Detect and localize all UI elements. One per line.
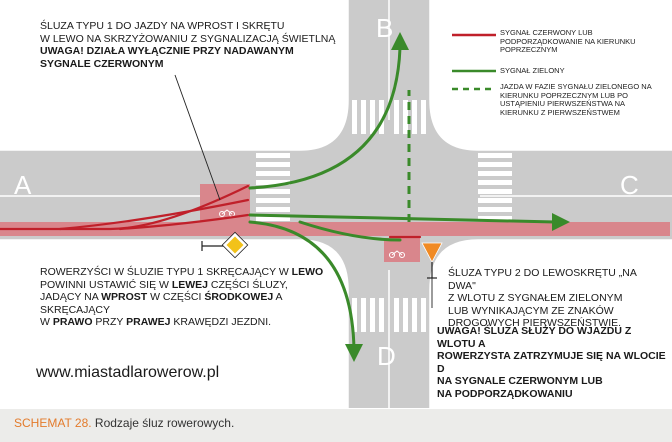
legend-green-label: SYGNAŁ ZIELONY [500,66,565,75]
annotation-top-line3: UWAGA! DZIAŁA WYŁĄCZNIE PRZY NADAWANYM [40,45,294,57]
arrowheads [345,32,570,362]
ann-left-p4d: PRAWEJ [126,316,171,328]
ann-left-p3: JADĄCY NA [40,291,102,303]
annotation-right-line4: DROGOWYCH PIERWSZEŃSTWIE. [448,317,622,329]
ann-left-p2c: CZĘŚCI ŚLUZY, [208,278,288,291]
annotation-top-line2: W LEWO NA SKRZYŻOWANIU Z SYGNALIZACJĄ ŚW… [40,32,336,45]
priority-road-sign [201,231,249,259]
caption-number: SCHEMAT 28. [14,416,92,430]
crosswalk-south [352,298,426,332]
direction-letter-b: B [376,13,394,43]
annotation-warning-line1: UWAGA! ŚLUZA SŁUŻY DO WJAZDU Z WLOTU A [437,325,632,350]
ann-left-p3b: WPROST [101,291,148,303]
caption-bar [0,409,672,442]
website-url: www.miastadlarowerow.pl [36,364,220,381]
annotation-warning-line4: NA PODPORZĄDKOWANIU [437,387,573,400]
ann-left-p4e: KRAWĘDZI JEZDNI. [170,316,272,328]
leader-lines [174,74,433,308]
intersection-diagram [0,0,672,408]
arrow-east-icon [552,213,570,231]
arrow-north-icon [391,32,409,50]
ann-left-p4: W [40,316,53,328]
red-flows [0,184,422,239]
figure-caption: SCHEMAT 28. Rodzaje śluz rowerowych. [14,416,234,430]
ann-left-p3d: ŚRODKOWEJ [204,291,274,303]
annotation-top-line1: ŚLUZA TYPU 1 DO JAZDY NA WPROST I SKRĘTU [40,20,285,32]
caption-title: Rodzaje śluz rowerowych. [91,416,235,430]
crosswalk-north [352,100,426,134]
direction-letter-c: C [620,170,639,200]
annotation-warning-line2: ROWERZYSTA ZATRZYMUJE SIĘ NA WLOCIE D [437,350,666,375]
ann-left-p4c: PRZY [92,316,127,328]
annotation-right-line3: LUB WYNIKAJĄCYM ZE ZNAKÓW [448,304,614,317]
legend-swatches [452,33,496,91]
ann-left-p2b: LEWEJ [171,278,209,291]
annotation-right-line2: Z WLOTU Z SYGNAŁEM ZIELONYM [448,292,623,304]
crosswalk-west [256,153,290,230]
legend-dashed-label: JAZDA W FAZIE SYGNAŁU ZIELONEGO NA KIERU… [500,82,652,117]
annotation-warning-line3: NA SYGNALE CZERWONYM LUB [437,375,603,387]
ann-left-p2: POWINNI USTAWIĆ SIĘ W [40,278,172,291]
legend-red-label: SYGNAŁ CZERWONY LUB PODPORZĄDKOWANIE NA … [500,28,636,54]
ann-left-p3c: W CZĘŚCI [147,291,205,303]
ann-left-p1: ROWERZYŚCI W ŚLUZIE TYPU 1 SKRĘCAJĄCY W [40,266,292,278]
annotation-top-line4: SYGNALE CZERWONYM [40,57,164,70]
annotation-lock-type-2: ŚLUZA TYPU 2 DO LEWOSKRĘTU „NA DWA" Z WL… [448,267,648,330]
annotation-right-line1: ŚLUZA TYPU 2 DO LEWOSKRĘTU „NA DWA" [448,267,637,292]
crosswalk-east [478,153,512,230]
arrow-south-icon [345,344,363,362]
ann-left-p4b: PRAWO [52,316,93,328]
direction-letter-a: A [14,170,32,200]
annotation-lock-type-1: ŚLUZA TYPU 1 DO JAZDY NA WPROST I SKRĘTU… [40,20,340,70]
direction-letter-d: D [377,341,396,371]
annotation-warning: UWAGA! ŚLUZA SŁUŻY DO WJAZDU Z WLOTU A R… [437,325,667,400]
annotation-cyclist-positioning: ROWERZYŚCI W ŚLUZIE TYPU 1 SKRĘCAJĄCY W … [40,266,340,329]
green-flows [248,46,557,352]
ann-left-p3e: A SKRĘCAJĄCY [40,291,282,316]
ann-left-p1b: LEWO [291,266,324,278]
